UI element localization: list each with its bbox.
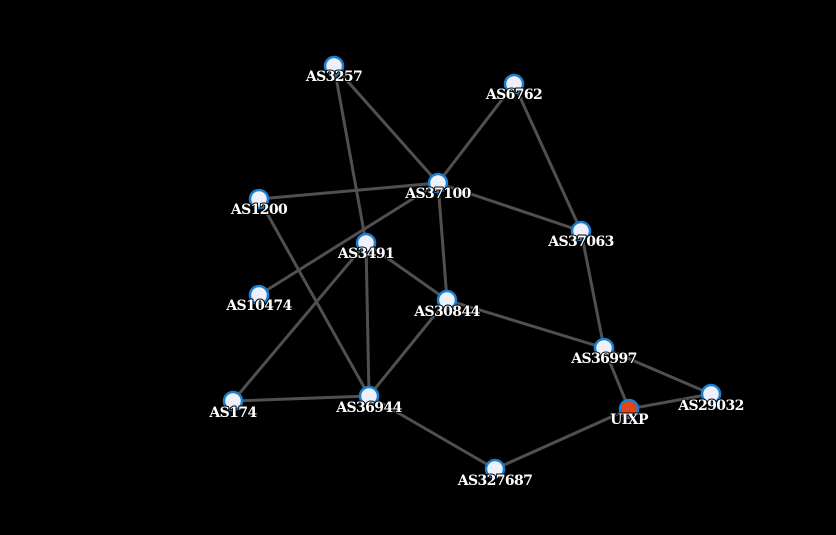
node-circle[interactable] [358, 385, 380, 407]
node-label: AS37100 [404, 186, 471, 202]
node-as1200[interactable]: AS1200 [229, 188, 290, 219]
node-uixp[interactable]: UIXP [609, 398, 651, 429]
edge-as6762-as37063 [512, 82, 583, 233]
nodes-layer: AS3257AS6762AS37100AS1200AS37063AS3491AS… [207, 55, 745, 490]
node-circle[interactable] [593, 337, 615, 359]
node-label: AS174 [208, 405, 257, 421]
edge-as6762-as37100 [436, 82, 516, 185]
node-circle[interactable] [248, 188, 270, 210]
edge-as36997-uixp [602, 346, 631, 411]
node-label: AS30844 [413, 304, 480, 320]
node-label: AS1200 [230, 202, 288, 218]
node-label: AS6762 [485, 87, 542, 103]
node-as30844[interactable]: AS30844 [412, 289, 482, 321]
edge-uixp-as327687 [493, 407, 631, 471]
node-circle[interactable] [700, 383, 722, 405]
node-circle[interactable] [323, 55, 345, 77]
node-as6762[interactable]: AS6762 [484, 73, 544, 104]
node-as327687[interactable]: AS327687 [456, 458, 534, 490]
node-as3491[interactable]: AS3491 [336, 232, 396, 263]
node-as37063[interactable]: AS37063 [546, 220, 615, 251]
edge-as1200-as37100 [257, 181, 440, 201]
node-label: AS327687 [457, 473, 533, 489]
edge-as30844-as36997 [445, 298, 606, 350]
node-label: AS10474 [225, 298, 292, 314]
edge-as37100-as10474 [257, 181, 440, 297]
edge-as37063-as36997 [579, 229, 606, 350]
node-label: AS36944 [335, 400, 402, 416]
node-as36997[interactable]: AS36997 [569, 337, 638, 368]
node-circle[interactable] [248, 284, 270, 306]
node-label: UIXP [610, 412, 649, 428]
edge-as37100-as37063 [436, 181, 583, 233]
node-as3257[interactable]: AS3257 [304, 55, 364, 86]
node-circle[interactable] [503, 73, 525, 95]
ixp-node-circle[interactable] [618, 398, 640, 420]
node-as29032[interactable]: AS29032 [676, 383, 745, 415]
node-circle[interactable] [484, 458, 506, 480]
node-label: AS3491 [337, 246, 394, 262]
edge-as3491-as30844 [364, 241, 449, 302]
node-label: AS29032 [677, 398, 743, 414]
node-as37100[interactable]: AS37100 [403, 172, 473, 203]
node-label: AS36997 [570, 351, 636, 367]
edge-as30844-as36944 [367, 298, 449, 398]
edge-as174-as36944 [231, 394, 371, 403]
node-label: AS37063 [547, 234, 613, 250]
edge-as36997-as29032 [602, 346, 713, 396]
node-circle[interactable] [355, 232, 377, 254]
node-circle[interactable] [222, 390, 244, 412]
edge-as3491-as36944 [364, 241, 371, 398]
node-circle[interactable] [436, 289, 458, 311]
edge-as3491-as174 [231, 241, 368, 403]
edge-as37100-as30844 [436, 181, 449, 302]
edge-as3257-as37100 [332, 64, 440, 185]
node-circle[interactable] [570, 220, 592, 242]
node-circle[interactable] [427, 172, 449, 194]
node-label: AS3257 [305, 69, 362, 85]
node-as36944[interactable]: AS36944 [334, 385, 404, 417]
edges-layer [231, 64, 713, 471]
edge-as3257-as3491 [332, 64, 368, 245]
node-as174[interactable]: AS174 [207, 390, 259, 422]
edge-as36944-as327687 [367, 394, 497, 471]
edge-uixp-as29032 [627, 392, 713, 411]
node-as10474[interactable]: AS10474 [224, 284, 294, 315]
edge-as1200-as36944 [257, 197, 371, 398]
